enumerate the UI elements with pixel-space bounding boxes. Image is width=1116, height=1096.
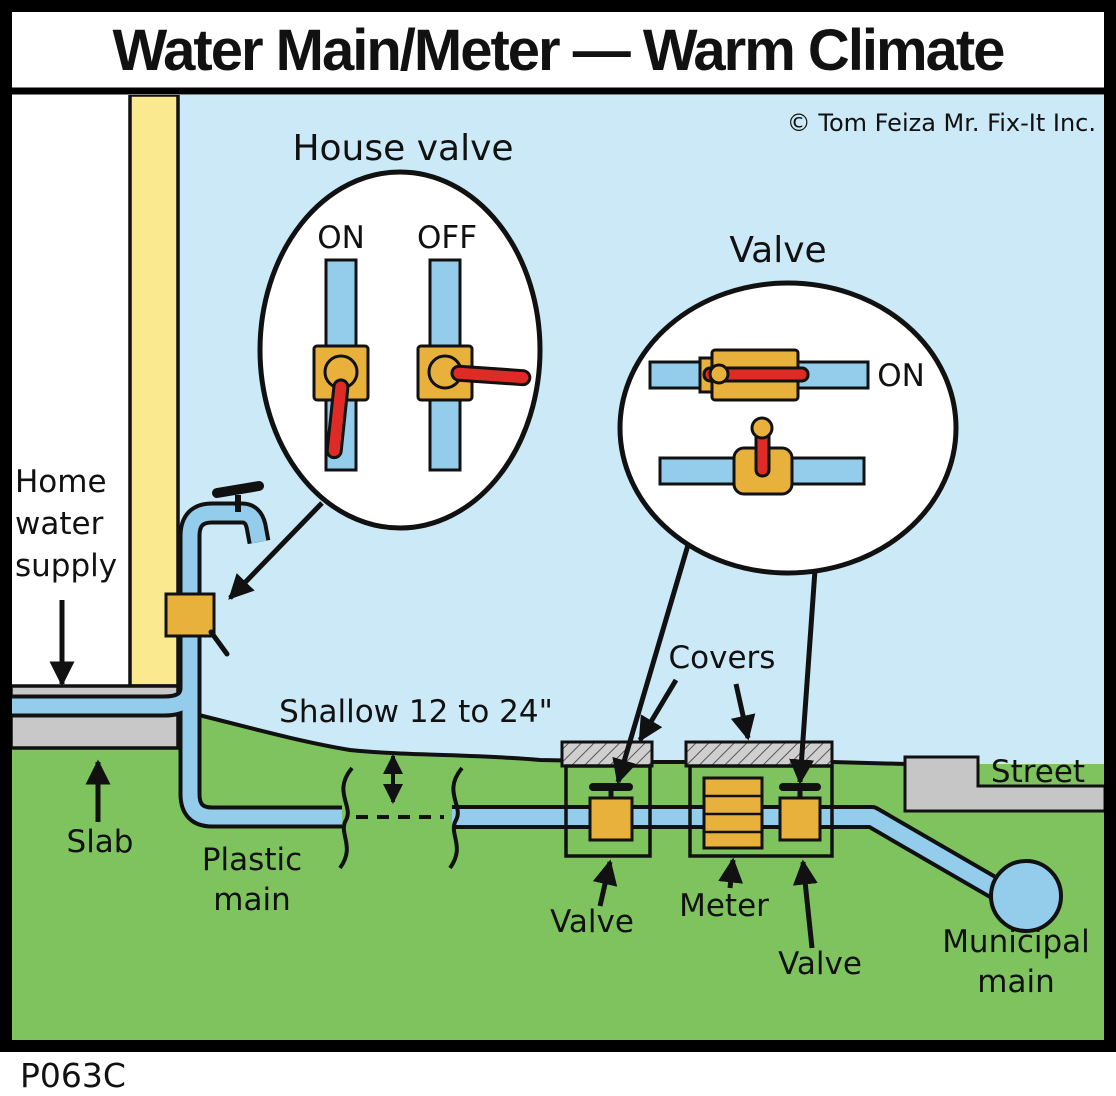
callout2-on-handle bbox=[702, 366, 810, 383]
arrow-valve-left-label bbox=[592, 859, 618, 907]
street-curb bbox=[903, 755, 1105, 813]
arrow-covers-left bbox=[637, 678, 679, 743]
meter-label: Meter bbox=[679, 888, 769, 924]
faucet-handle bbox=[212, 481, 264, 498]
callout1-title: House valve bbox=[292, 128, 513, 169]
callout2-on-nut bbox=[708, 363, 730, 385]
copyright-text: © Tom Feiza Mr. Fix-It Inc. bbox=[787, 109, 1096, 137]
valve-right-label: Valve bbox=[778, 946, 862, 982]
callout2-on-label: ON bbox=[877, 358, 925, 394]
home-water-supply-label-line3: supply bbox=[15, 548, 117, 584]
scene: ON OFF House valve ON Valve © Tom Feiza … bbox=[11, 95, 1105, 1041]
meter-pit-box bbox=[688, 764, 834, 858]
diagram-code: P063C bbox=[20, 1056, 126, 1095]
street-valve-callout-bubble bbox=[617, 280, 959, 576]
callout1-off-label: OFF bbox=[417, 220, 477, 256]
buried-valve-right-body bbox=[778, 796, 822, 842]
outer-frame bbox=[0, 0, 1116, 1052]
callout2-title: Valve bbox=[729, 230, 826, 271]
slab-pipe bbox=[11, 615, 198, 714]
arrow-callout2-to-valve-right bbox=[789, 569, 818, 785]
home-water-supply-label-line2: water bbox=[15, 506, 104, 542]
plastic-main-label-line1: Plastic bbox=[202, 842, 302, 878]
valve-left-label: Valve bbox=[550, 904, 634, 940]
arrow-callout2-to-valve-left bbox=[612, 544, 691, 785]
ground-surface-line bbox=[177, 708, 907, 766]
shallow-depth-label: Shallow 12 to 24" bbox=[279, 694, 553, 730]
house-valve-lever bbox=[208, 629, 230, 657]
house-valve-body bbox=[164, 592, 216, 638]
street-label: Street bbox=[991, 754, 1085, 790]
callout1-off-handle bbox=[450, 364, 532, 387]
cover-right bbox=[684, 740, 834, 768]
house-valve-callout-bubble bbox=[257, 169, 543, 531]
municipal-main-label-line1: Municipal bbox=[942, 924, 1090, 960]
municipal-main-pipe bbox=[989, 859, 1063, 933]
valve-pit-box bbox=[564, 764, 652, 858]
pipe-break-left bbox=[338, 766, 354, 870]
covers-label: Covers bbox=[669, 640, 776, 676]
arrow-covers-right bbox=[730, 683, 756, 741]
arrow-valve-right-label bbox=[792, 859, 818, 949]
callout2-off-nut bbox=[750, 416, 774, 440]
cover-left bbox=[560, 740, 654, 768]
municipal-main-label-line2: main bbox=[977, 964, 1054, 1000]
page-title: Water Main/Meter — Warm Climate bbox=[113, 18, 1005, 83]
buried-valve-left-body bbox=[588, 796, 634, 842]
callout1-on-label: ON bbox=[317, 220, 365, 256]
home-water-supply-label-line1: Home bbox=[15, 464, 107, 500]
pipe-break-right bbox=[448, 766, 464, 870]
riser-pipe bbox=[182, 505, 342, 825]
arrow-callout1-to-house-valve bbox=[228, 501, 324, 600]
plastic-main-label-line2: main bbox=[213, 882, 290, 918]
callout1-on-handle bbox=[325, 378, 350, 460]
house-interior-wall bbox=[11, 95, 130, 686]
arrow-meter-label bbox=[718, 857, 744, 889]
slab-label: Slab bbox=[67, 824, 134, 860]
